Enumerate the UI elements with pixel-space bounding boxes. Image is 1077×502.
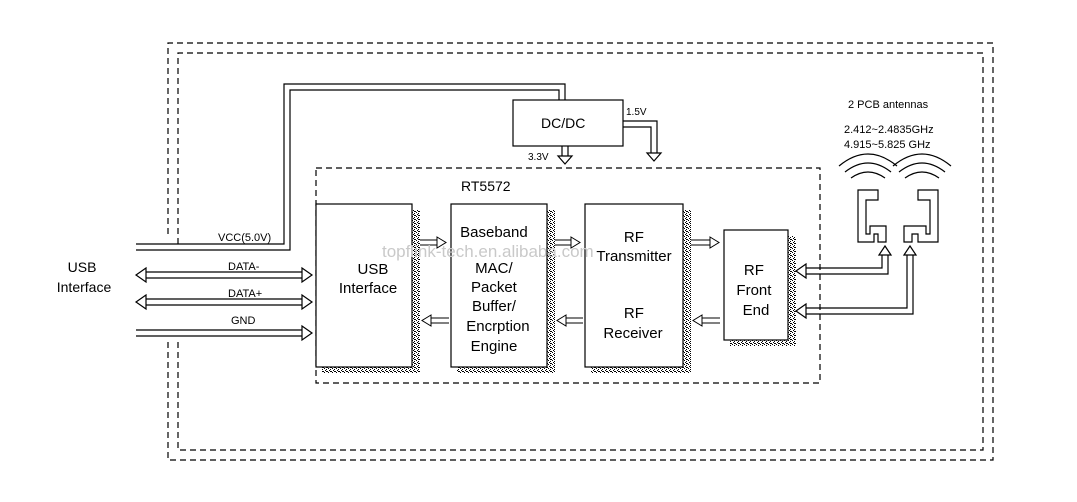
baseband-line-6: Engine bbox=[471, 338, 518, 355]
baseband-line-5: Encrption bbox=[466, 318, 529, 335]
rf-block bbox=[584, 203, 684, 368]
baseband-line-3: Packet bbox=[471, 279, 518, 296]
rf-front-label: RF Front End bbox=[736, 262, 775, 319]
out-1v5-arrow bbox=[623, 120, 663, 162]
rf-tx-line-2: Transmitter bbox=[596, 248, 671, 265]
rf-front-block bbox=[723, 229, 789, 341]
gnd-arrow bbox=[136, 324, 314, 342]
data-minus-arrow bbox=[134, 266, 314, 284]
antenna-1-icon bbox=[838, 153, 898, 243]
vcc-label: VCC(5.0V) bbox=[218, 232, 271, 244]
gnd-label: GND bbox=[231, 315, 256, 327]
rf-to-frontend-arrow bbox=[691, 236, 720, 249]
rf-front-line-1: RF bbox=[744, 262, 764, 279]
baseband-to-usb-arrow bbox=[421, 314, 449, 327]
baseband-to-rf-arrow bbox=[555, 236, 581, 249]
antenna-1-connection bbox=[794, 244, 893, 280]
dcdc-block bbox=[512, 99, 624, 147]
dcdc-label: DC/DC bbox=[541, 115, 585, 131]
usb-block bbox=[315, 203, 413, 368]
antenna-2-connection bbox=[794, 244, 918, 320]
antenna-2-icon bbox=[892, 153, 952, 243]
antennas-freq-2: 4.915~5.825 GHz bbox=[844, 139, 931, 151]
usb-block-label: USB Interface bbox=[339, 261, 397, 297]
data-plus-label: DATA+ bbox=[228, 288, 262, 300]
usb-block-line-1: USB bbox=[357, 261, 388, 278]
rf-front-line-3: End bbox=[743, 302, 770, 319]
rf-front-line-2: Front bbox=[736, 282, 772, 299]
usb-interface-line-1: USB bbox=[68, 259, 97, 275]
usb-to-baseband-arrow bbox=[420, 236, 447, 249]
chip-label: RT5572 bbox=[461, 178, 511, 194]
frontend-to-rf-arrow bbox=[692, 314, 720, 327]
rf-tx-line-1: RF bbox=[624, 229, 644, 246]
dcdc-out-3v3: 3.3V bbox=[528, 152, 549, 163]
baseband-line-2: MAC/ bbox=[475, 260, 513, 277]
vcc-line bbox=[136, 83, 566, 251]
outer-boundary bbox=[167, 42, 994, 461]
baseband-line-4: Buffer/ bbox=[472, 298, 517, 315]
baseband-block-label: Baseband MAC/ Packet Buffer/ Encrption E… bbox=[460, 224, 534, 355]
rf-rx-label: RF Receiver bbox=[603, 305, 662, 342]
rf-to-baseband-arrow bbox=[556, 314, 583, 327]
antennas-freq-1: 2.412~2.4835GHz bbox=[844, 124, 934, 136]
usb-block-line-2: Interface bbox=[339, 280, 397, 297]
baseband-block bbox=[450, 203, 548, 368]
out-3v3-arrow bbox=[556, 146, 574, 165]
data-plus-arrow bbox=[134, 293, 314, 311]
antennas-title: 2 PCB antennas bbox=[848, 99, 929, 111]
dcdc-out-1v5: 1.5V bbox=[626, 107, 647, 118]
usb-interface-label: USB Interface bbox=[57, 259, 112, 295]
rf-tx-label: RF Transmitter bbox=[596, 229, 671, 265]
usb-interface-line-2: Interface bbox=[57, 279, 112, 295]
data-minus-label: DATA- bbox=[228, 261, 260, 273]
watermark: topflink-tech.en.alibaba.com bbox=[382, 242, 594, 261]
rf-rx-line-2: Receiver bbox=[603, 325, 662, 342]
rf-rx-line-1: RF bbox=[624, 305, 644, 322]
baseband-line-1: Baseband bbox=[460, 224, 528, 241]
